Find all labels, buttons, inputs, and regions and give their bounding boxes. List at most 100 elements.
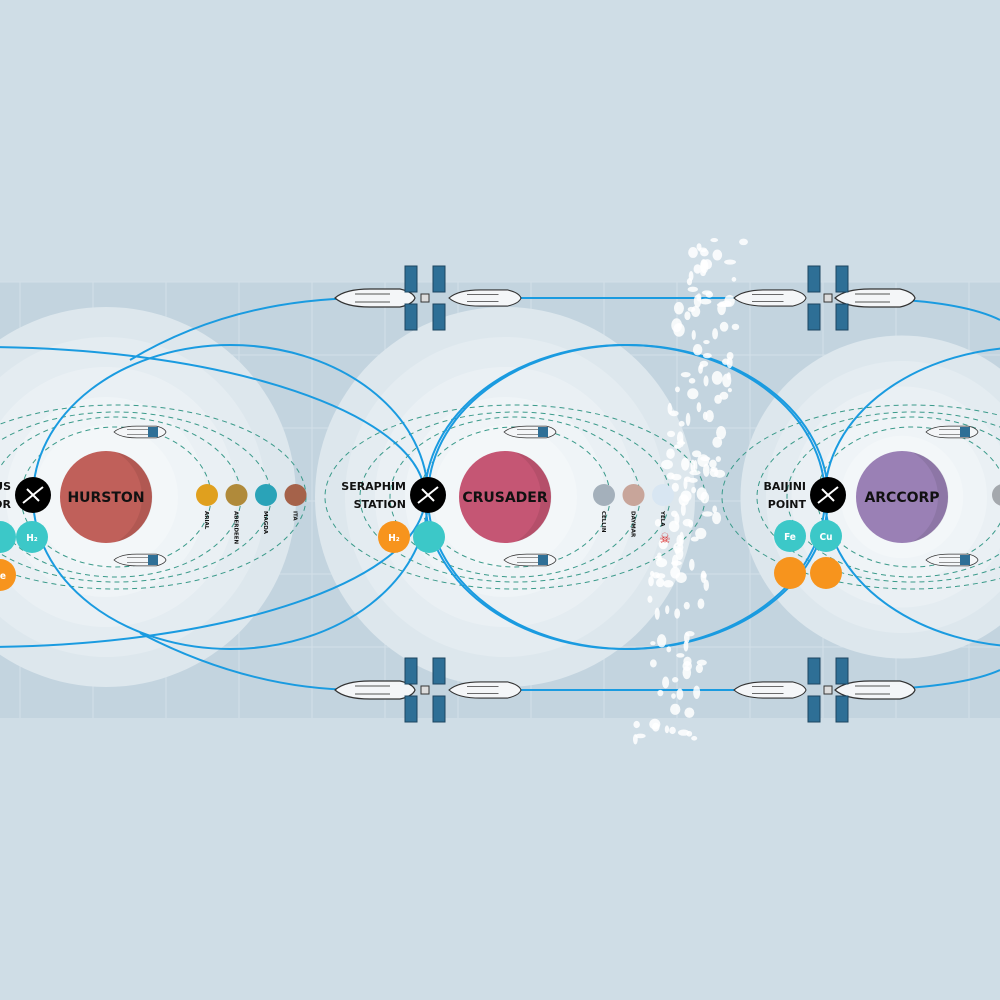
asteroid [688, 246, 698, 258]
hydrogen-icon[interactable] [378, 521, 410, 553]
moon-cellin[interactable] [593, 484, 615, 506]
moon-magda[interactable] [255, 484, 277, 506]
asteroid [710, 467, 718, 472]
asteroid [685, 631, 695, 637]
ship-small [925, 553, 979, 567]
solar-panel [538, 427, 548, 437]
planet-arccorp[interactable] [856, 451, 948, 543]
asteroid [657, 634, 667, 648]
loot-bag-icon[interactable] [810, 557, 842, 589]
asteroid [696, 243, 702, 251]
asteroid [688, 477, 698, 483]
asteroid [712, 436, 723, 448]
moon-yela[interactable] [652, 484, 674, 506]
asteroid [705, 410, 714, 423]
moon-label: ARIAL [203, 511, 209, 530]
asteroid [727, 388, 732, 393]
asteroid [635, 733, 646, 739]
iron-icon[interactable] [0, 559, 16, 591]
asteroid [714, 394, 722, 404]
moon-label: ABERDEEN [233, 511, 239, 545]
hydrogen-icon[interactable] [16, 521, 48, 553]
quantum-route [510, 297, 1000, 691]
asteroid [666, 448, 675, 459]
asteroid [669, 410, 679, 417]
asteroid [685, 412, 691, 426]
station-glyph [22, 486, 44, 504]
asteroid [691, 330, 696, 341]
cargo-icon[interactable] [413, 521, 445, 553]
asteroid [669, 726, 676, 735]
iron-mining-icon[interactable] [774, 520, 806, 552]
asteroid [692, 344, 703, 356]
moon-aberdeen[interactable] [225, 484, 248, 506]
station-name-line1: EVERUS [0, 480, 11, 493]
asteroid [668, 520, 680, 533]
moon-orbit [756, 411, 1000, 583]
copper-mining-icon[interactable] [810, 520, 842, 552]
hydrogen-icon-label: H₂ [388, 533, 400, 544]
solar-panel [538, 555, 548, 565]
asteroid [655, 578, 665, 588]
asteroid [689, 470, 701, 476]
ship-small [113, 425, 167, 439]
copper-mining-icon-label: Cu [819, 532, 832, 543]
asteroid [714, 469, 726, 478]
planet-hurston[interactable] [60, 451, 152, 543]
asteroid [722, 373, 732, 388]
moon-orbit [816, 426, 1000, 568]
asteroid [671, 560, 682, 566]
moon-label: ITA [292, 511, 298, 521]
asteroid [683, 640, 689, 652]
station-name-line2: HARBOR [0, 498, 12, 511]
station-name-line2: POINT [768, 498, 807, 511]
moon-label: MAGDA [262, 511, 268, 535]
iron-mining-icon-label: Fe [784, 532, 796, 543]
ship [448, 681, 522, 699]
asteroid [731, 323, 740, 331]
planet-crusader[interactable] [459, 451, 551, 543]
asteroid [703, 339, 710, 345]
asteroid [693, 264, 702, 274]
asteroid [676, 688, 684, 700]
station-glyph [817, 486, 839, 504]
asteroid [715, 456, 722, 462]
asteroid [684, 707, 695, 718]
moon-arial[interactable] [196, 484, 218, 506]
asteroid [699, 363, 704, 370]
asteroid [657, 689, 664, 697]
asteroid [703, 579, 709, 591]
asteroid [670, 510, 678, 517]
asteroid [726, 351, 734, 360]
resource-icon[interactable] [0, 521, 16, 553]
asteroid [702, 463, 710, 477]
asteroid [661, 459, 673, 470]
asteroid [702, 353, 712, 359]
relay-station [807, 657, 849, 723]
moon-label: DAYMAR [630, 511, 636, 538]
asteroid [671, 473, 682, 481]
ship [834, 288, 916, 308]
moon[interactable] [992, 484, 1000, 506]
cargo-icon[interactable] [774, 557, 806, 589]
asteroid [654, 519, 662, 527]
asteroid [696, 402, 702, 413]
asteroid [674, 608, 681, 619]
asteroid-belt [632, 238, 749, 745]
asteroid [649, 659, 657, 668]
moon-ita[interactable] [284, 484, 307, 506]
ships [113, 265, 979, 723]
asteroid [650, 570, 655, 577]
ship [733, 681, 807, 699]
relay-station [404, 265, 446, 331]
asteroid [665, 605, 670, 615]
moon-daymar[interactable] [622, 484, 645, 506]
hydrogen-icon-label: H₂ [26, 533, 38, 544]
relay-station [404, 657, 446, 723]
asteroid [691, 736, 698, 741]
ship-small [503, 425, 557, 439]
asteroid [717, 301, 726, 316]
planet-label: HURSTON [67, 490, 144, 506]
asteroid [666, 430, 676, 438]
asteroid [684, 311, 691, 321]
